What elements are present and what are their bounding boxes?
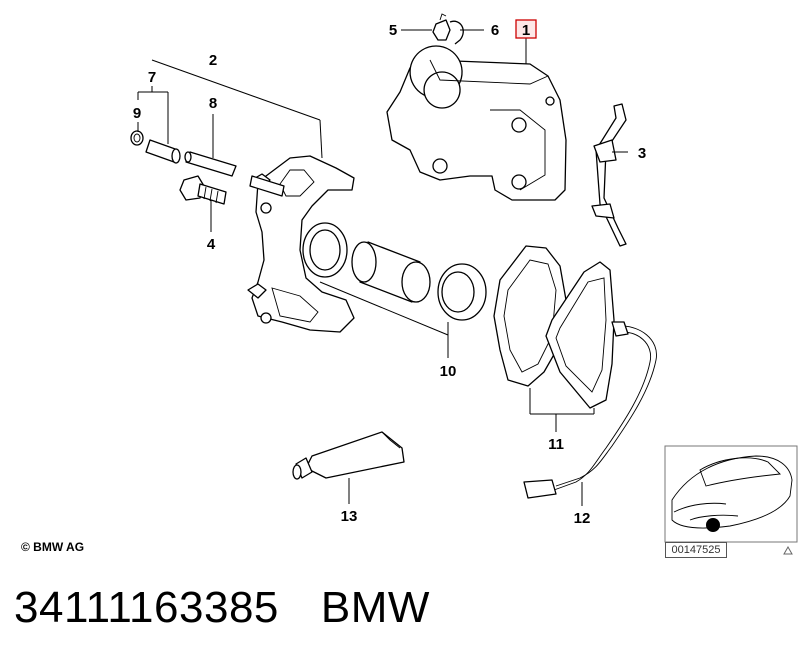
location-dot-icon [706, 518, 720, 532]
brake-pad-outer[interactable] [545, 261, 615, 409]
callout-3[interactable]: 3 [638, 145, 646, 162]
callout-12[interactable]: 12 [574, 510, 591, 527]
guide-bolt[interactable] [179, 175, 227, 205]
anti-rattle-spring[interactable] [591, 103, 627, 247]
brake-pad-inner[interactable] [493, 245, 567, 387]
warning-triangle-icon [783, 545, 793, 555]
callout-8[interactable]: 8 [209, 95, 217, 112]
thumbnail-id: 00147525 [665, 542, 727, 558]
callout-5[interactable]: 5 [389, 22, 397, 39]
footer-title: 34111163385 BMW [14, 583, 430, 633]
callout-6[interactable]: 6 [491, 22, 499, 39]
callout-13[interactable]: 13 [341, 508, 358, 525]
callout-7[interactable]: 7 [148, 69, 156, 86]
vehicle-thumbnail[interactable] [664, 445, 798, 543]
copyright-notice: © BMW AG [21, 540, 85, 554]
grease-tube[interactable] [292, 431, 405, 480]
wear-sensor[interactable] [523, 321, 657, 499]
callout-1[interactable]: 1 [522, 22, 530, 39]
part-number: 34111163385 [14, 583, 279, 632]
dust-boot[interactable] [437, 263, 487, 321]
protective-cap[interactable] [130, 130, 144, 146]
callout-1-highlight-box [515, 19, 537, 39]
piston[interactable] [351, 241, 431, 303]
piston-seal[interactable] [302, 222, 348, 278]
leader-lines [137, 29, 628, 506]
callout-4[interactable]: 4 [207, 236, 216, 253]
callout-9[interactable]: 9 [133, 105, 141, 122]
callout-10[interactable]: 10 [440, 363, 457, 380]
guide-sleeve[interactable] [184, 151, 237, 177]
second-pin[interactable] [249, 175, 285, 197]
caliper-housing[interactable] [386, 45, 567, 201]
brand-name: BMW [320, 583, 430, 632]
guide-bush[interactable] [145, 139, 181, 164]
dust-cap[interactable] [449, 20, 464, 45]
callout-labels: 1 2 3 4 5 6 7 8 9 10 11 12 13 [133, 19, 646, 527]
bleeder-screw[interactable] [432, 13, 451, 41]
callout-11[interactable]: 11 [548, 436, 564, 453]
callout-2[interactable]: 2 [209, 52, 217, 69]
